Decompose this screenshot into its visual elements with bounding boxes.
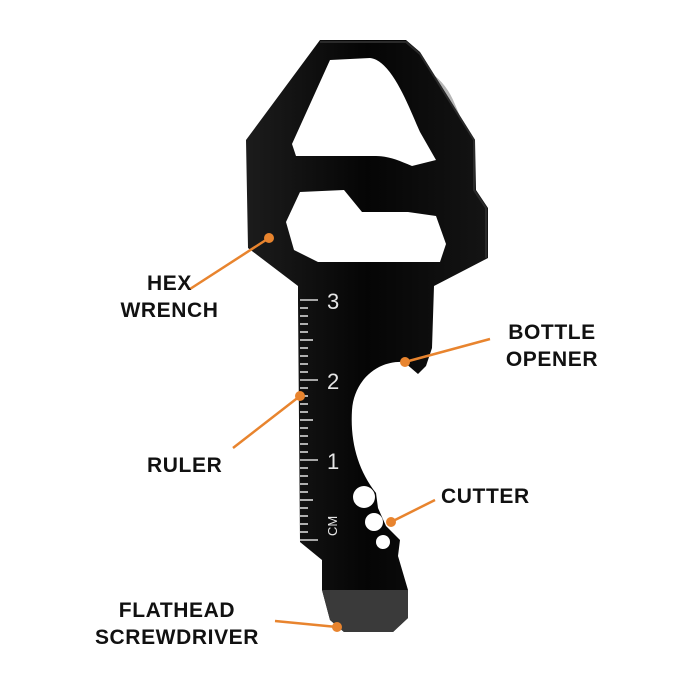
label-flathead-screwdriver: FLATHEAD SCREWDRIVER <box>88 597 266 651</box>
callout-line-flathead <box>274 619 338 629</box>
label-bottle-opener-line2: OPENER <box>505 348 599 371</box>
label-ruler-line1: RULER <box>147 454 223 477</box>
callout-line-bottle <box>404 337 491 364</box>
callouts <box>189 233 491 632</box>
label-hex-wrench: HEX WRENCH <box>112 270 227 324</box>
callout-dot-ruler <box>295 391 305 401</box>
label-hex-wrench-line1: HEX <box>147 272 192 295</box>
tool-body <box>246 40 488 632</box>
ruler-ticks <box>300 299 318 541</box>
label-cutter: CUTTER <box>441 483 530 510</box>
screwdriver-tip <box>322 590 408 632</box>
label-bottle-opener-line1: BOTTLE <box>508 321 596 344</box>
ruler-mark-2: 2 <box>327 369 339 394</box>
cutter-notch-1 <box>353 486 375 508</box>
callout-line-cutter <box>390 498 436 524</box>
callout-dot-bottle <box>400 357 410 367</box>
label-ruler: RULER <box>147 452 222 479</box>
cutter-notch-2 <box>365 513 383 531</box>
ruler-unit: CM <box>325 516 340 536</box>
label-bottle-opener: BOTTLE OPENER <box>497 319 607 373</box>
callout-dot-cutter <box>386 517 396 527</box>
callout-dot-hex <box>264 233 274 243</box>
label-cutter-line1: CUTTER <box>441 485 530 508</box>
cutter-notch-3 <box>376 535 390 549</box>
callout-line-ruler <box>232 395 301 449</box>
tool-edge-highlight <box>320 41 487 258</box>
label-flathead-line1: FLATHEAD <box>118 599 236 622</box>
ruler-mark-1: 1 <box>327 449 339 474</box>
callout-dot-flathead <box>332 622 342 632</box>
callout-line-hex <box>189 236 270 291</box>
label-flathead-line2: SCREWDRIVER <box>94 626 260 649</box>
label-hex-wrench-line2: WRENCH <box>120 299 219 322</box>
ruler-mark-3: 3 <box>327 289 339 314</box>
